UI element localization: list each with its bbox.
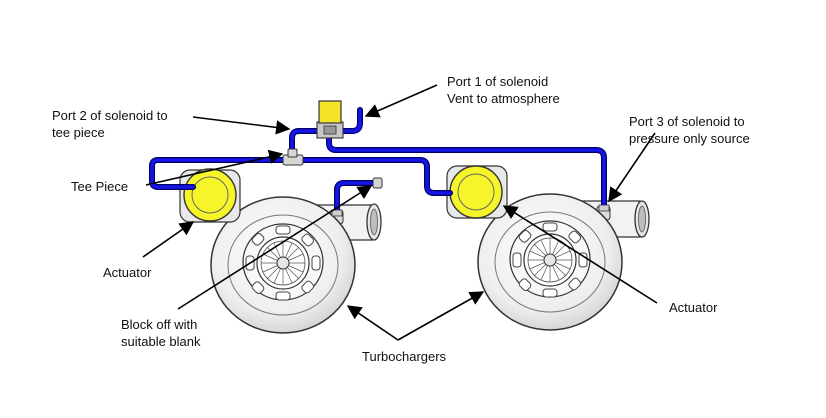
arrow-port1 [364, 84, 438, 118]
blanking-plug [372, 177, 383, 189]
boost-control-solenoid [316, 100, 344, 139]
arrow-block-off [177, 185, 373, 310]
label-port1: Port 1 of solenoid Vent to atmosphere [447, 73, 560, 107]
label-port1-line2: Vent to atmosphere [447, 91, 560, 106]
arrow-turbo-left [346, 305, 399, 341]
turbocharger-left [210, 196, 382, 334]
arrow-port3 [608, 132, 656, 203]
arrow-port2 [192, 116, 291, 135]
arrow-actuator-left [142, 221, 195, 258]
fitting-left-nipple [331, 209, 343, 217]
label-port3-line2: pressure only source [629, 131, 750, 146]
label-tee-piece: Tee Piece [71, 179, 129, 194]
label-turbochargers: Turbochargers [362, 349, 447, 364]
label-block-off-line2: suitable blank [121, 334, 201, 349]
actuator-left [179, 168, 241, 223]
label-port1-line1: Port 1 of solenoid [447, 74, 549, 89]
label-actuator-left: Actuator [103, 265, 152, 280]
label-block-off-line1: Block off with [121, 317, 198, 332]
leader-arrows [142, 84, 658, 341]
arrow-actuator-right [502, 205, 658, 304]
actuator-right [446, 165, 508, 219]
fitting-right-nipple [598, 204, 610, 212]
label-actuator-right: Actuator [669, 300, 718, 315]
label-block-off: Block off with suitable blank [121, 316, 201, 350]
label-port2-line2: tee piece [52, 125, 105, 140]
tee-piece [282, 148, 304, 166]
label-port2: Port 2 of solenoid to tee piece [52, 107, 168, 141]
arrow-turbo-right [397, 291, 485, 341]
arrow-tee [145, 149, 284, 186]
label-port3-line1: Port 3 of solenoid to [629, 114, 745, 129]
turbocharger-right [477, 193, 650, 331]
label-port3: Port 3 of solenoid to pressure only sour… [629, 113, 750, 147]
label-port2-line1: Port 2 of solenoid to [52, 108, 168, 123]
